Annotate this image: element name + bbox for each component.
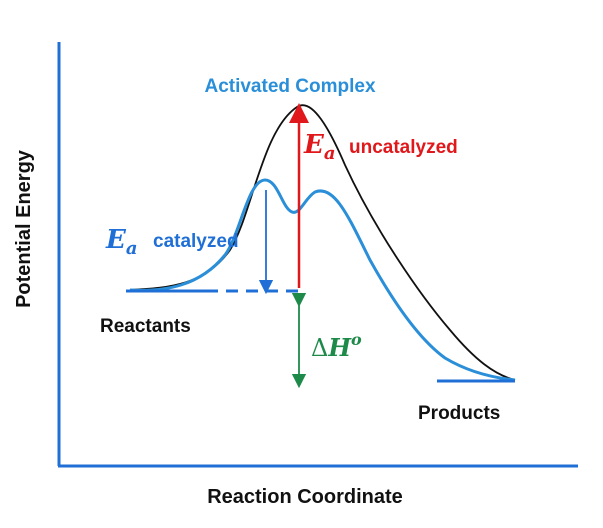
catalyzed-curve [129, 178, 516, 382]
ea-catalyzed-label: catalyzed [153, 231, 239, 252]
products-label: Products [418, 403, 500, 424]
activated-complex-label: Activated Complex [204, 76, 375, 97]
reactants-label: Reactants [100, 316, 191, 337]
ea-catalyzed-symbol: Ea [105, 225, 138, 259]
y-axis-title: Potential Energy [13, 149, 35, 308]
delta-h-label: ΔHo [311, 330, 362, 362]
x-axis-title: Reaction Coordinate [207, 486, 403, 508]
ea-uncatalyzed-label: uncatalyzed [349, 137, 458, 158]
ea-uncatalyzed-symbol: Ea [303, 130, 336, 164]
